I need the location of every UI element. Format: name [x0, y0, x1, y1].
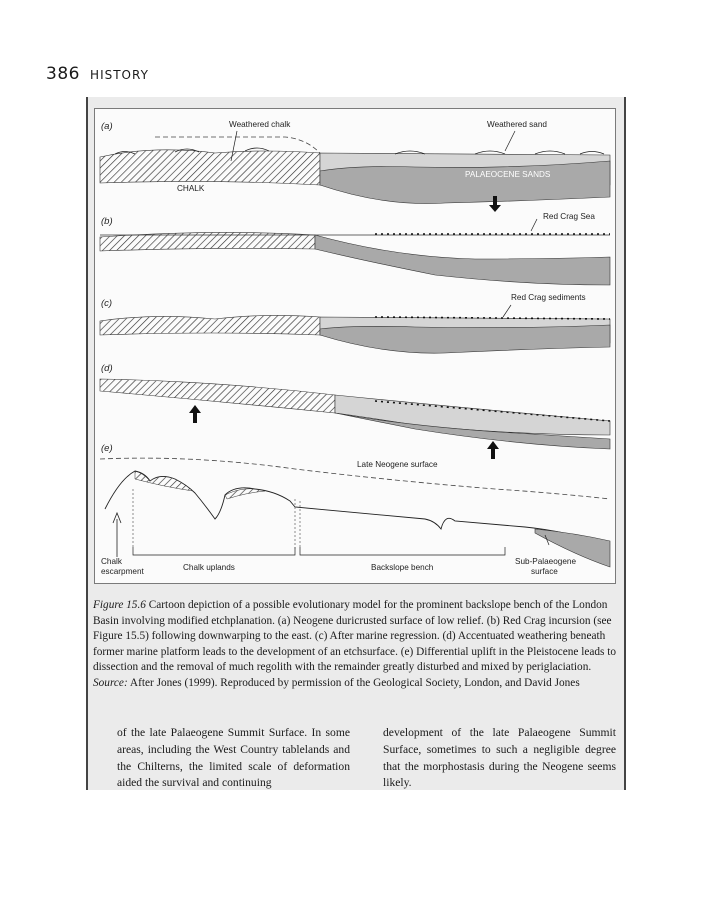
up-arrow-icon — [189, 405, 201, 423]
label-backslope-bench: Backslope bench — [371, 563, 434, 572]
backslope-bench-bracket — [300, 547, 505, 555]
body-column-right: development of the late Palaeogene Summi… — [383, 725, 616, 792]
label-red-crag-sediments: Red Crag sediments — [511, 293, 586, 302]
label-weathered-chalk: Weathered chalk — [229, 120, 291, 129]
caption-text: Cartoon depiction of a possible evolutio… — [93, 599, 616, 673]
label-palaeocene-sands: PALAEOCENE SANDS — [465, 170, 551, 179]
label-late-neogene-surface: Late Neogene surface — [357, 460, 438, 469]
red-crag-sea-leader — [531, 219, 537, 231]
chalk-body — [100, 379, 335, 413]
body-column-left: of the late Palaeogene Summit Surface. I… — [117, 725, 350, 792]
panel-e — [100, 458, 610, 567]
label-weathered-sand: Weathered sand — [487, 120, 547, 129]
caption-figure-label: Figure 15.6 — [93, 599, 146, 611]
panel-label-b: (b) — [101, 216, 113, 227]
palaeocene-sands-layer — [320, 325, 610, 353]
escarpment-arrow-icon — [113, 513, 121, 557]
label-chalk: CHALK — [177, 184, 205, 193]
panel-label-d: (d) — [101, 363, 113, 374]
panel-d — [100, 379, 610, 459]
red-crag-sediments-leader — [503, 305, 511, 317]
panel-c — [100, 305, 610, 353]
late-neogene-surface-line — [100, 458, 610, 499]
label-chalk-escarpment-2: escarpment — [101, 567, 145, 576]
label-chalk-escarpment-1: Chalk — [101, 557, 123, 566]
palaeocene-sands-layer — [315, 235, 610, 285]
page-header: 386 HISTORY — [46, 64, 149, 84]
panel-label-c: (c) — [101, 298, 112, 309]
chalk-body — [100, 232, 315, 251]
caption-source-text: After Jones (1999). Reproduced by permis… — [130, 677, 580, 689]
palaeocene-sands-layer — [320, 161, 610, 204]
panel-b — [100, 219, 610, 285]
up-arrow-icon — [487, 441, 499, 459]
figure-caption: Figure 15.6 Cartoon depiction of a possi… — [93, 598, 619, 692]
label-chalk-uplands: Chalk uplands — [183, 563, 235, 572]
figure-box: (a) (b) (c) (d) (e) Weathered chalk Weat… — [94, 108, 616, 584]
chalk-uplands-bracket — [133, 547, 295, 555]
panel-label-a: (a) — [101, 121, 113, 132]
page-number: 386 — [46, 64, 80, 84]
label-red-crag-sea: Red Crag Sea — [543, 212, 595, 221]
panel-label-e: (e) — [101, 443, 113, 454]
figure-diagram: (a) (b) (c) (d) (e) Weathered chalk Weat… — [95, 109, 615, 583]
label-sub-palaeogene-1: Sub-Palaeogene — [515, 557, 576, 566]
caption-source-label: Source: — [93, 677, 128, 689]
weathered-sand-leader — [505, 131, 515, 151]
section-title: HISTORY — [90, 68, 149, 82]
label-sub-palaeogene-2: surface — [531, 567, 558, 576]
chalk-body — [100, 315, 320, 335]
chalk-body — [100, 150, 320, 185]
